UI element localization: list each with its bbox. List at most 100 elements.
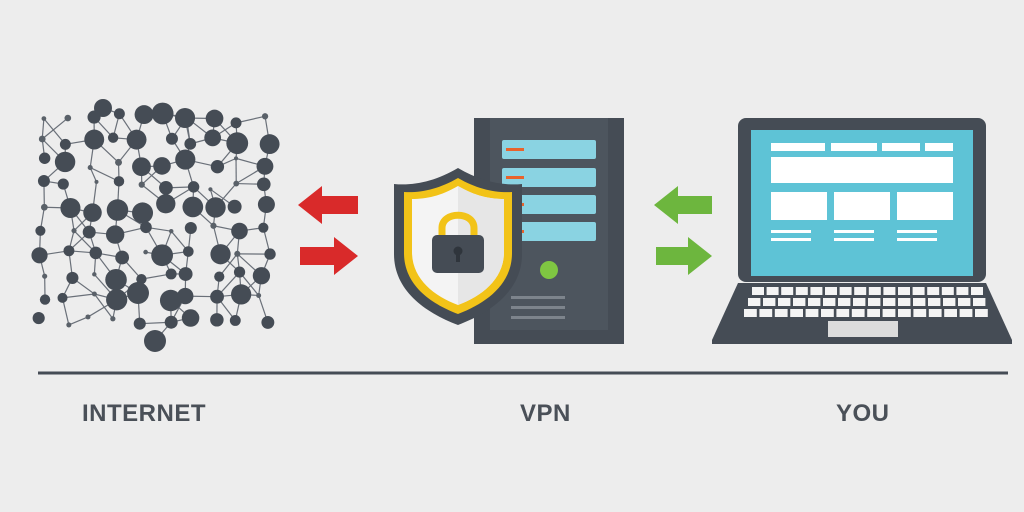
network-node xyxy=(57,178,69,190)
user-traffic-arrows xyxy=(654,186,712,275)
server-drive-bay xyxy=(502,140,596,159)
server-drive-bay xyxy=(502,195,596,214)
network-node xyxy=(59,138,71,150)
network-node xyxy=(168,228,174,234)
network-node xyxy=(144,330,166,352)
network-node xyxy=(64,114,72,122)
network-node xyxy=(107,132,119,143)
arrow-right-red-icon xyxy=(300,237,358,275)
network-node xyxy=(159,181,173,195)
keyboard-key xyxy=(825,287,837,295)
network-node xyxy=(38,135,46,143)
keyboard-key xyxy=(883,298,896,306)
keyboard-key xyxy=(913,309,927,317)
network-node xyxy=(165,268,177,280)
network-node xyxy=(182,246,194,257)
network-node xyxy=(210,289,224,304)
network-node xyxy=(54,151,76,173)
network-node xyxy=(252,267,271,285)
network-node xyxy=(106,289,128,311)
network-node xyxy=(208,187,213,192)
arrow-right-green-icon xyxy=(656,237,712,275)
keyboard-key xyxy=(941,287,954,295)
keyboard-key xyxy=(867,309,880,317)
network-node xyxy=(136,273,147,285)
laptop-trackpad xyxy=(828,321,898,337)
network-node xyxy=(83,203,102,222)
keyboard-key xyxy=(752,287,764,295)
keyboard-key xyxy=(781,287,794,295)
network-node xyxy=(175,108,195,128)
network-node xyxy=(132,157,151,177)
network-link xyxy=(93,293,114,320)
keyboard-key xyxy=(944,309,957,317)
network-node xyxy=(259,134,280,155)
network-node xyxy=(105,225,125,244)
arrow-left-green-icon xyxy=(654,186,712,224)
network-node xyxy=(159,289,182,312)
keyboard-key xyxy=(766,287,779,295)
network-node xyxy=(40,203,48,211)
network-node xyxy=(132,202,154,224)
network-node xyxy=(214,271,225,282)
network-node xyxy=(82,225,96,239)
network-node xyxy=(39,294,51,305)
keyboard-key xyxy=(853,298,866,306)
network-node xyxy=(66,322,72,328)
network-node xyxy=(261,113,269,120)
network-node xyxy=(91,291,97,297)
keyboard-key xyxy=(838,298,851,306)
network-link xyxy=(89,167,98,183)
internet-label: INTERNET xyxy=(82,400,206,427)
network-node xyxy=(234,250,241,257)
network-node xyxy=(105,268,127,291)
keyboard-key xyxy=(898,309,911,317)
keyboard-key xyxy=(898,298,911,306)
keyboard-key xyxy=(823,298,836,306)
keyboard-key xyxy=(959,309,973,317)
keyboard-key xyxy=(790,309,803,317)
server-power-led xyxy=(540,261,558,279)
network-link xyxy=(89,167,120,182)
keyboard-key xyxy=(971,287,983,295)
network-node xyxy=(205,109,224,128)
network-node xyxy=(42,273,48,279)
laptop-icon xyxy=(712,118,1012,344)
keyboard-key xyxy=(898,287,910,295)
network-node xyxy=(60,197,81,219)
network-node xyxy=(127,282,149,305)
network-node xyxy=(138,181,145,188)
keyboard-key xyxy=(927,287,940,295)
server-drive-bay xyxy=(502,168,596,187)
network-node xyxy=(181,309,200,327)
network-node xyxy=(233,180,240,187)
network-node xyxy=(233,156,239,161)
network-node xyxy=(258,222,269,233)
network-node xyxy=(126,129,147,150)
network-node xyxy=(165,132,178,145)
network-node xyxy=(210,244,231,265)
network-node xyxy=(256,292,262,298)
network-node xyxy=(151,102,174,125)
network-node xyxy=(182,196,204,218)
network-node xyxy=(92,272,97,277)
keyboard-key xyxy=(883,287,896,295)
network-node xyxy=(89,246,103,260)
network-node xyxy=(113,176,125,187)
internet-traffic-arrows xyxy=(298,186,358,275)
network-node xyxy=(115,158,123,166)
keyboard-key xyxy=(763,298,776,306)
network-node xyxy=(231,222,248,240)
keyboard-key xyxy=(943,298,956,306)
network-node xyxy=(156,194,176,214)
network-node xyxy=(164,315,178,329)
network-node xyxy=(205,197,226,218)
keyboard-key xyxy=(928,309,942,317)
network-node xyxy=(63,245,75,257)
network-node xyxy=(84,129,105,150)
server-drive-bay xyxy=(502,222,596,241)
network-node xyxy=(229,315,241,326)
keyboard-key xyxy=(882,309,896,317)
network-node xyxy=(264,248,276,260)
network-node xyxy=(143,249,148,255)
